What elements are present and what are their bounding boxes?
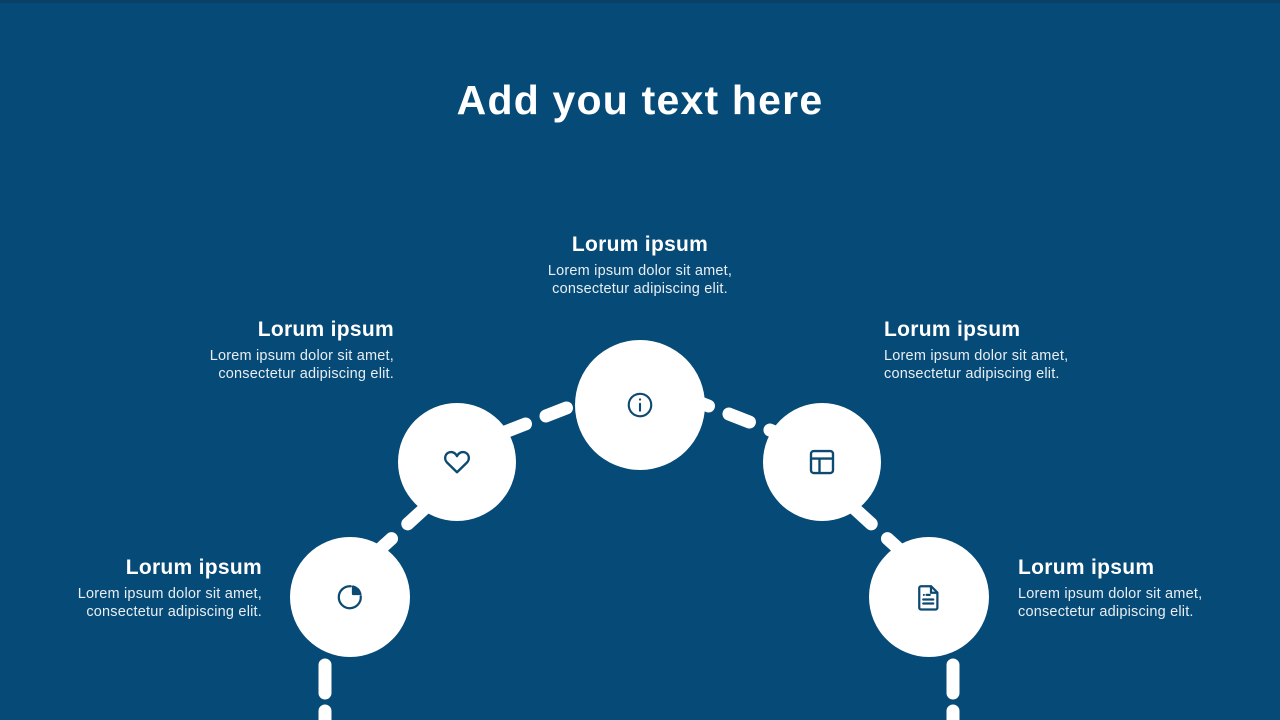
pie-chart-icon [335, 582, 365, 612]
connector-left1-left2 [371, 502, 431, 558]
caption-left-upper: Lorum ipsum Lorem ipsum dolor sit amet, … [178, 317, 394, 383]
node-right-upper[interactable] [763, 403, 881, 521]
node-left-lower[interactable] [290, 537, 410, 657]
caption-center-title: Lorum ipsum [571, 233, 709, 256]
caption-right-upper-title: Lorum ipsum [884, 318, 1021, 341]
page-title: Add you text here [456, 77, 824, 123]
caption-left-lower-body: Lorem ipsum dolor sit amet, consectetur … [77, 586, 262, 620]
top-edge-band [0, 0, 1280, 3]
caption-left-upper-title: Lorum ipsum [257, 318, 394, 341]
heart-icon [442, 447, 472, 477]
caption-right-lower: Lorum ipsum Lorem ipsum dolor sit amet, … [1018, 555, 1234, 621]
info-icon [625, 390, 655, 420]
caption-center-body: Lorem ipsum dolor sit amet, consectetur … [547, 263, 733, 297]
node-right-lower[interactable] [869, 537, 989, 657]
layout-icon [807, 447, 837, 477]
caption-right-upper-body: Lorem ipsum dolor sit amet, consectetur … [884, 348, 1069, 382]
node-center[interactable] [575, 340, 705, 470]
caption-center: Lorum ipsum Lorem ipsum dolor sit amet, … [519, 232, 761, 298]
caption-left-lower-title: Lorum ipsum [125, 556, 262, 579]
caption-left-lower: Lorum ipsum Lorem ipsum dolor sit amet, … [46, 555, 262, 621]
caption-right-upper: Lorum ipsum Lorem ipsum dolor sit amet, … [884, 317, 1100, 383]
caption-right-lower-body: Lorem ipsum dolor sit amet, consectetur … [1018, 586, 1203, 620]
caption-right-lower-title: Lorum ipsum [1018, 556, 1155, 579]
node-left-upper[interactable] [398, 403, 516, 521]
document-icon [914, 582, 944, 612]
connector-right1-right2 [848, 502, 908, 558]
caption-left-upper-body: Lorem ipsum dolor sit amet, consectetur … [209, 348, 394, 382]
